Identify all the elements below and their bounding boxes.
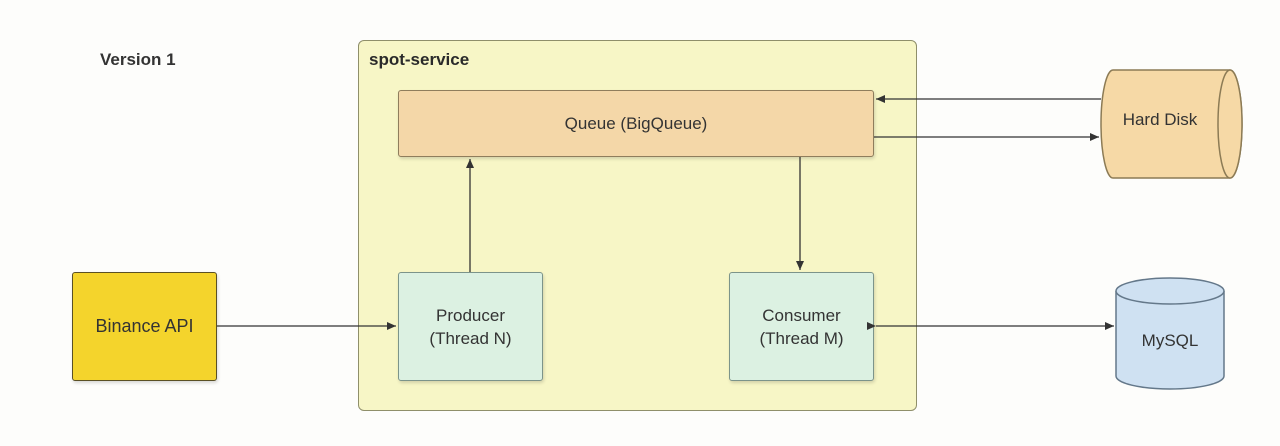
queue-label: Queue (BigQueue)	[564, 114, 708, 133]
hard-disk-label: Hard Disk	[1122, 110, 1198, 129]
mysql-node[interactable]	[1115, 277, 1225, 390]
producer-box[interactable]: Producer (Thread N)	[398, 272, 543, 381]
hard-disk-node[interactable]	[1100, 69, 1243, 179]
consumer-box[interactable]: Consumer (Thread M)	[729, 272, 874, 381]
binance-api-box[interactable]: Binance API	[72, 272, 217, 381]
version-label: Version 1	[100, 50, 176, 69]
mysql-label: MySQL	[1141, 331, 1199, 350]
queue-box[interactable]: Queue (BigQueue)	[398, 90, 874, 157]
consumer-label: Consumer (Thread M)	[759, 305, 844, 348]
service-title: spot-service	[369, 50, 470, 69]
binance-api-label: Binance API	[95, 316, 194, 336]
producer-label: Producer (Thread N)	[429, 305, 512, 348]
